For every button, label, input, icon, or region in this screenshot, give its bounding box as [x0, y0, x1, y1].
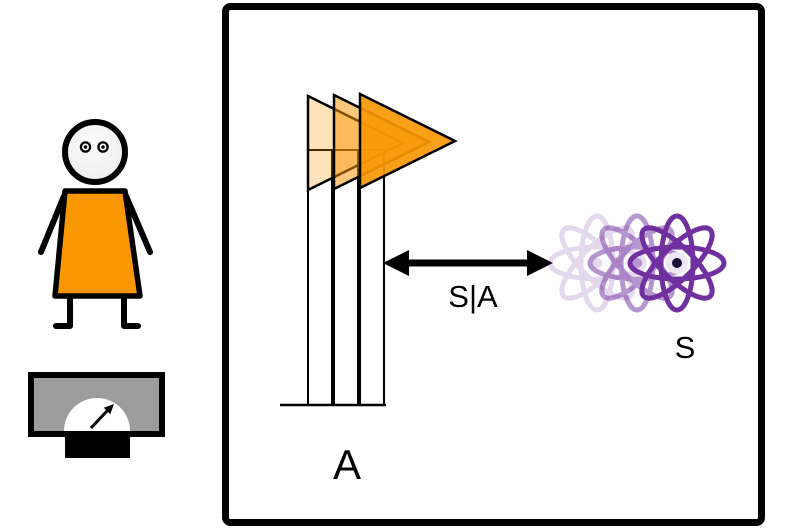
label-interaction: S|A [448, 279, 498, 314]
label-apparatus: A [333, 441, 361, 488]
eye-pupil [83, 145, 88, 149]
atom-nucleus [592, 258, 602, 268]
interaction-arrow-icon [383, 250, 553, 276]
eye-pupil [101, 145, 105, 149]
arrow-left-head [383, 250, 409, 276]
observer-left-eye [79, 141, 92, 153]
atom-nucleus [672, 258, 682, 268]
observer-dress [52, 188, 143, 299]
arrow-right-head [527, 250, 553, 276]
observer-left-arm [38, 193, 67, 255]
gauge-dial [64, 398, 130, 431]
flag-pole-2 [333, 149, 359, 406]
gauge-stand [65, 437, 130, 458]
flag-pennant-3 [358, 91, 458, 191]
apparatus-flags-icon [280, 91, 458, 407]
atom-orbit [658, 213, 696, 313]
atom-icon-3 [627, 213, 727, 313]
gauge-needle-tip [103, 404, 114, 415]
gauge-needle [89, 409, 109, 430]
system-boundary-box [222, 3, 765, 526]
observer-head [62, 119, 128, 185]
system-atoms-icon [547, 213, 727, 313]
atom-nucleus [632, 258, 642, 268]
observer-right-arm [123, 193, 153, 255]
observer-left-leg [53, 293, 73, 329]
observer-right-eye [97, 141, 109, 153]
observer-figure-icon [38, 119, 153, 329]
label-system: S [675, 330, 696, 365]
atom-orbit [627, 244, 727, 282]
atom-orbit [639, 225, 715, 301]
observer-right-leg [121, 293, 141, 329]
measurement-gauge-icon [28, 372, 165, 458]
flag-pole-3 [359, 149, 385, 406]
atom-orbit [639, 225, 715, 301]
